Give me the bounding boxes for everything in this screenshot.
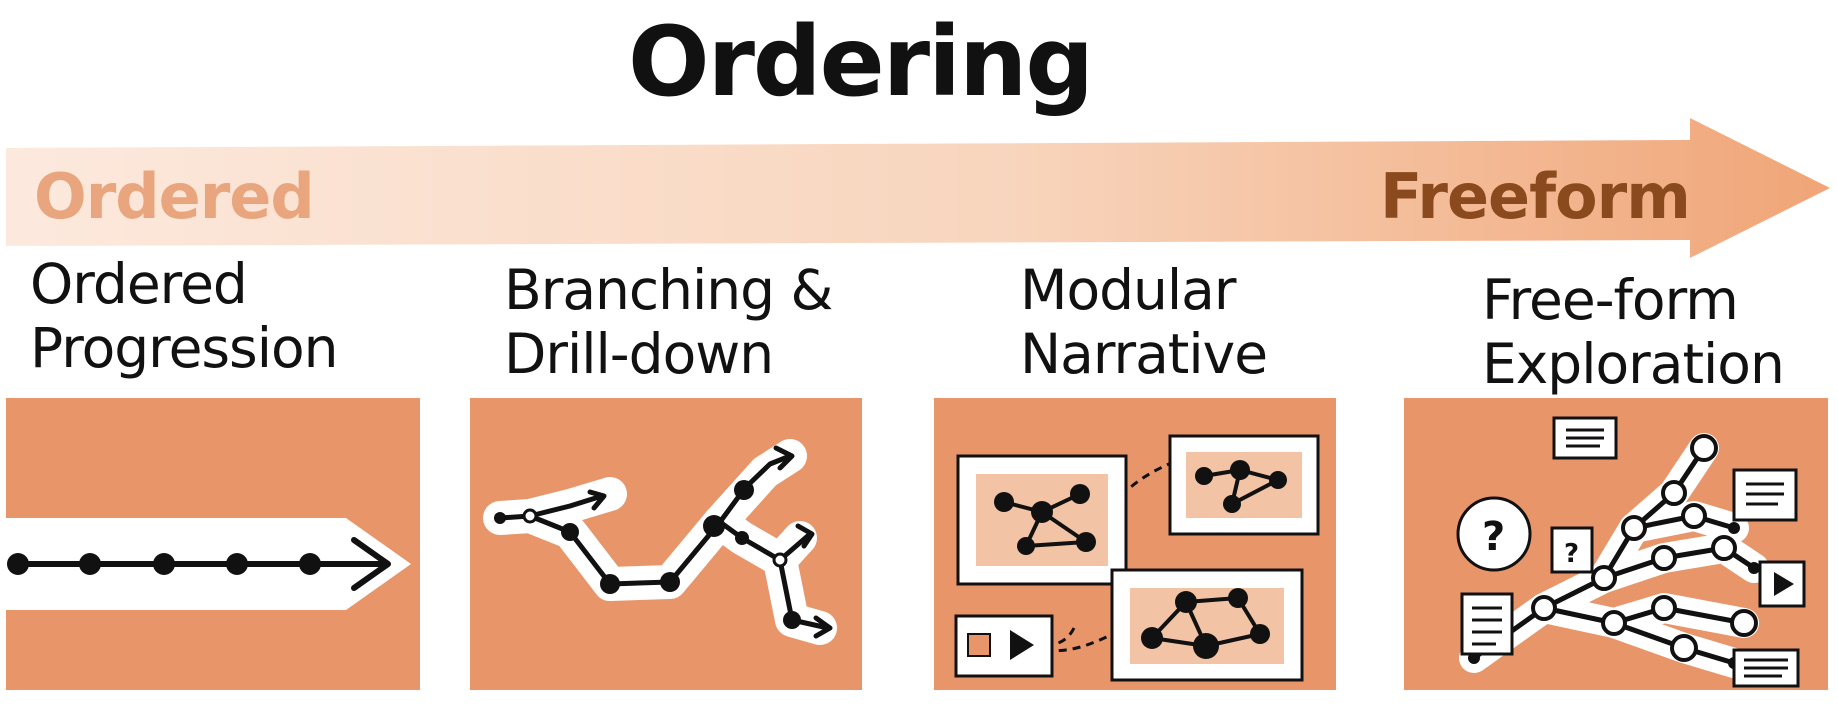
panel-title-line: Drill-down (504, 322, 774, 386)
panel-title-line: Progression (30, 316, 339, 380)
panel-title-line: Modular (1020, 258, 1236, 322)
panel-title-branching: Branching & Drill-down (504, 258, 833, 386)
panel-title-line: Free-form (1482, 268, 1739, 332)
panel-title-ordered-progression: Ordered Progression (30, 252, 339, 380)
freeform-network-illustration: ? ? (1404, 398, 1828, 690)
linear-path-illustration (6, 398, 420, 690)
diagram-title: Ordering (627, 6, 1094, 118)
svg-text:?: ? (1564, 539, 1579, 569)
panel-title-modular-narrative: Modular Narrative (1020, 258, 1268, 386)
panel-title-freeform-exploration: Free-form Exploration (1482, 268, 1785, 396)
axis-label-freeform: Freeform (1380, 160, 1691, 233)
branching-path-illustration (470, 398, 862, 690)
svg-text:?: ? (1482, 514, 1505, 560)
axis-label-ordered: Ordered (34, 160, 315, 233)
panel-title-line: Exploration (1482, 332, 1785, 396)
modular-cards-illustration (934, 398, 1336, 690)
panel-title-line: Branching & (504, 258, 833, 322)
ordering-axis-arrow (6, 118, 1830, 258)
panel-title-line: Narrative (1020, 322, 1268, 386)
panel-title-line: Ordered (30, 252, 248, 316)
